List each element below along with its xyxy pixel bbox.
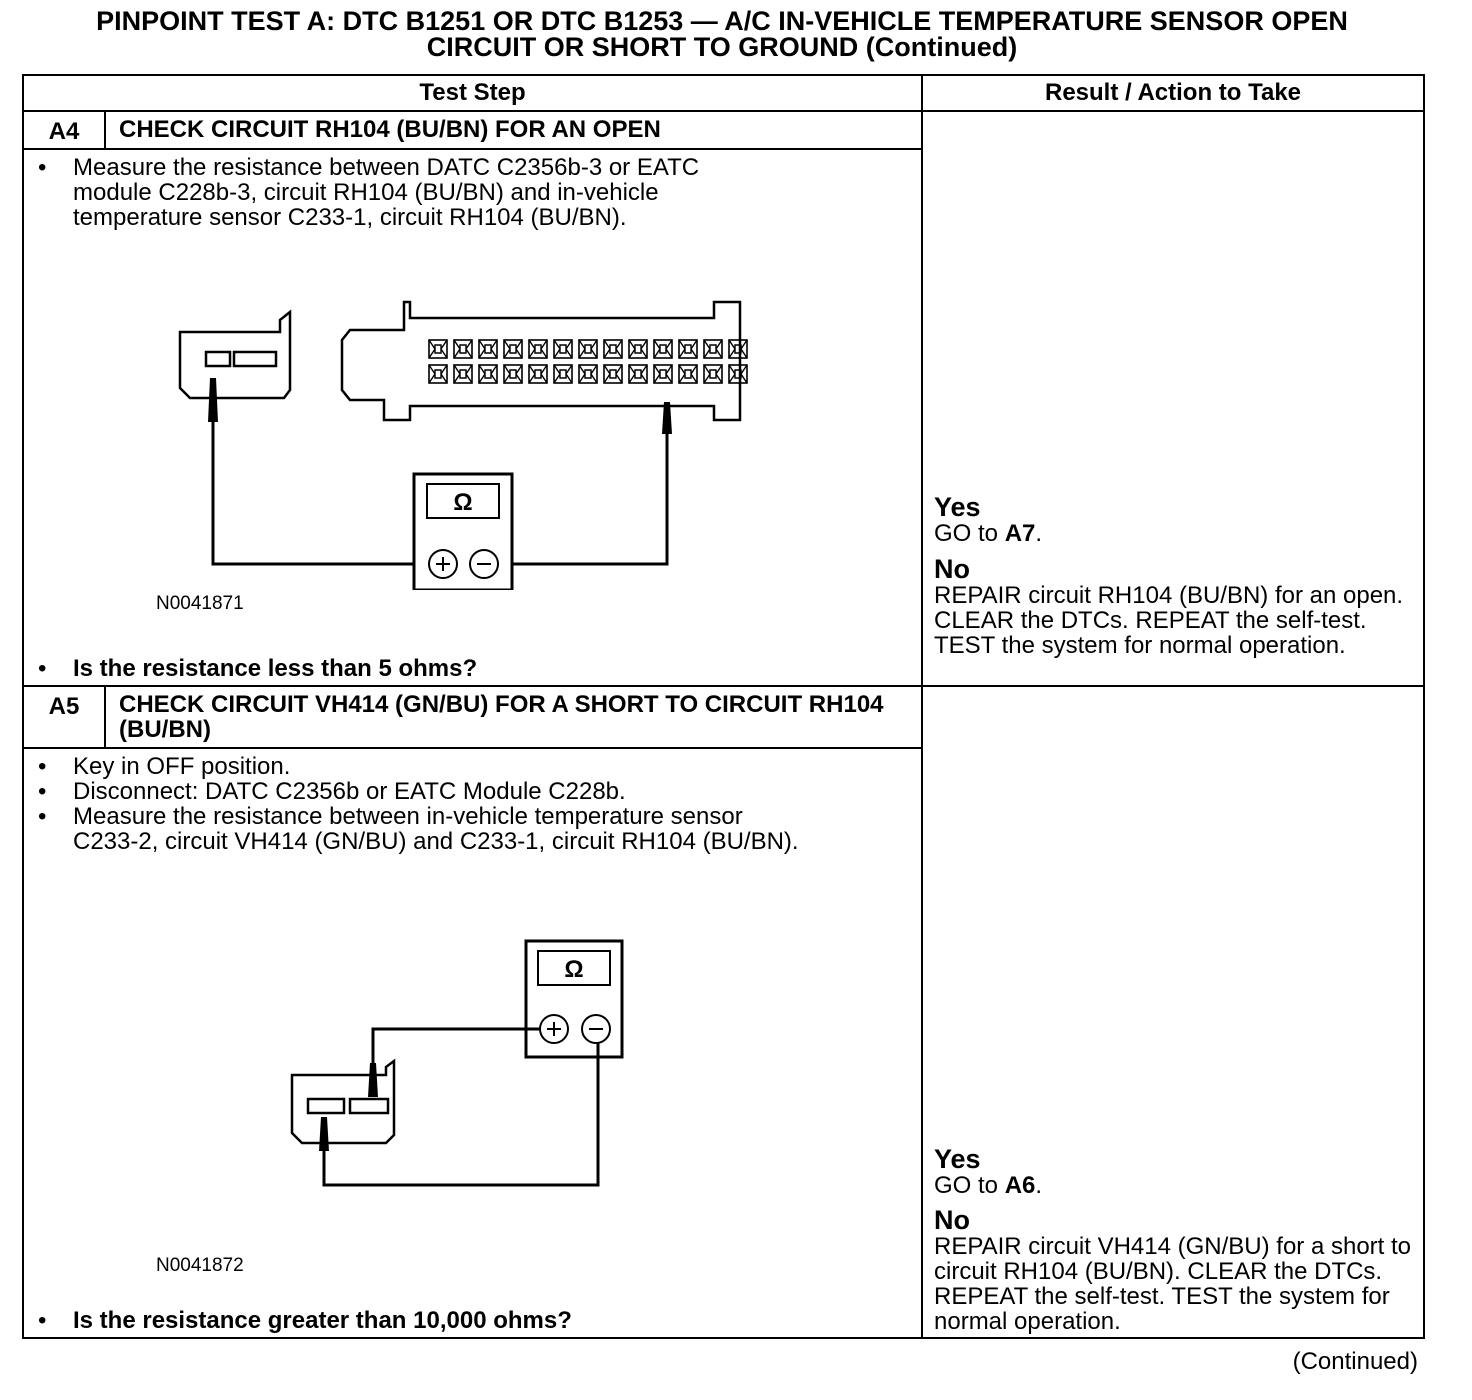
step-a5-body-row: Key in OFF position. Disconnect: DATC C2… xyxy=(22,747,1424,1339)
connector-pin xyxy=(453,364,473,384)
ohmmeter: Ω xyxy=(524,939,624,1059)
connector-pin xyxy=(428,364,448,384)
pinpoint-test-table: Test Step Result / Action to Take A4 CHE… xyxy=(22,74,1425,1339)
no-label: No xyxy=(934,1205,970,1235)
connector-pin xyxy=(653,339,673,359)
connector-pin xyxy=(578,339,598,359)
step-a5-body: Key in OFF position. Disconnect: DATC C2… xyxy=(22,747,923,1339)
step-a4-figure: Ω xyxy=(178,300,748,590)
connector-pin xyxy=(553,364,573,384)
yes-label: Yes xyxy=(934,492,981,522)
connector-pin xyxy=(628,364,648,384)
step-a5-heading: CHECK CIRCUIT VH414 (GN/BU) FOR A SHORT … xyxy=(104,685,923,749)
connector-pin xyxy=(528,339,548,359)
step-a5-figure-id: N0041872 xyxy=(156,1255,244,1276)
list-item: Disconnect: DATC C2356b or EATC Module C… xyxy=(24,779,814,804)
connector-pin xyxy=(728,339,748,359)
step-a4-body: Measure the resistance between DATC C235… xyxy=(22,148,923,687)
yes-text: GO to A6. xyxy=(934,1172,1043,1199)
connector-pin xyxy=(628,339,648,359)
sensor-connector xyxy=(178,309,292,400)
sensor-connector xyxy=(290,1058,396,1145)
step-a4-question: Is the resistance less than 5 ohms? xyxy=(24,656,477,681)
step-a4-bullets: Measure the resistance between DATC C235… xyxy=(24,155,764,230)
step-a5-no: No REPAIR circuit VH414 (GN/BU) for a sh… xyxy=(934,1206,1419,1334)
yes-target: A6 xyxy=(1004,1172,1036,1199)
step-a5-figure: Ω xyxy=(290,939,624,1187)
connector-pins xyxy=(428,339,748,384)
connector-pin xyxy=(653,364,673,384)
probe-tip-left xyxy=(208,378,218,422)
step-a5-heading-row: A5 CHECK CIRCUIT VH414 (GN/BU) FOR A SHO… xyxy=(22,685,1425,1339)
step-a5-yes: Yes GO to A6. xyxy=(934,1145,1419,1198)
step-a4-figure-id: N0041871 xyxy=(156,593,244,614)
step-a5-id: A5 xyxy=(22,685,106,749)
no-label: No xyxy=(934,554,970,584)
yes-text: GO to A7. xyxy=(934,520,1043,547)
connector-pin xyxy=(578,364,598,384)
no-text: REPAIR circuit RH104 (BU/BN) for an open… xyxy=(934,582,1404,659)
step-a4-id: A4 xyxy=(22,110,106,150)
connector-pin xyxy=(428,339,448,359)
step-a4-yes: Yes GO to A7. xyxy=(934,493,1419,546)
step-a4-body-row: Measure the resistance between DATC C235… xyxy=(22,148,1424,687)
connector-pin xyxy=(478,364,498,384)
no-text: REPAIR circuit VH414 (GN/BU) for a short… xyxy=(934,1233,1412,1335)
connector-pin xyxy=(553,339,573,359)
step-a5-bullets: Key in OFF position. Disconnect: DATC C2… xyxy=(24,754,814,854)
header-row: Test Step Result / Action to Take xyxy=(22,74,1425,112)
connector-pin xyxy=(603,364,623,384)
ohm-symbol: Ω xyxy=(564,956,583,983)
continued-note: (Continued) xyxy=(1292,1348,1418,1375)
probe-tip-positive xyxy=(368,1063,378,1097)
step-a5-question: Is the resistance greater than 10,000 oh… xyxy=(24,1308,572,1333)
connector-pin xyxy=(503,364,523,384)
lead-wire-positive xyxy=(211,420,420,566)
connector-pin xyxy=(703,364,723,384)
connector-pin xyxy=(678,339,698,359)
probe-tip-negative xyxy=(319,1117,329,1151)
step-a4-heading: CHECK CIRCUIT RH104 (BU/BN) FOR AN OPEN xyxy=(104,110,923,150)
yes-label: Yes xyxy=(934,1144,981,1174)
result-column-header: Result / Action to Take xyxy=(921,74,1425,112)
title-line-2: CIRCUIT OR SHORT TO GROUND (Continued) xyxy=(426,32,1018,62)
probe-tip-right xyxy=(662,402,672,434)
title-line-1: PINPOINT TEST A: DTC B1251 OR DTC B1253 … xyxy=(96,6,1348,36)
step-a4-heading-row: A4 CHECK CIRCUIT RH104 (BU/BN) FOR AN OP… xyxy=(22,110,1425,687)
connector-pin xyxy=(478,339,498,359)
list-item: Measure the resistance between DATC C235… xyxy=(24,155,764,230)
connector-pin xyxy=(603,339,623,359)
step-a4-result: Yes GO to A7. No REPAIR circuit RH104 (B… xyxy=(921,110,1425,687)
page-title: PINPOINT TEST A: DTC B1251 OR DTC B1253 … xyxy=(0,6,1444,62)
connector-pin xyxy=(453,339,473,359)
plus-icon xyxy=(547,1022,561,1036)
connector-pin xyxy=(503,339,523,359)
ohmmeter: Ω xyxy=(412,472,514,590)
lead-wire-negative xyxy=(486,432,669,566)
list-item: Measure the resistance between in-vehicl… xyxy=(24,804,814,854)
ohm-symbol: Ω xyxy=(453,489,472,516)
yes-target: A7 xyxy=(1004,520,1036,547)
lead-wire-negative xyxy=(322,1043,600,1187)
step-a5-result: Yes GO to A6. No REPAIR circuit VH414 (G… xyxy=(921,685,1425,1339)
test-step-column-header: Test Step xyxy=(22,74,923,112)
plus-icon xyxy=(436,557,450,571)
connector-pin xyxy=(703,339,723,359)
connector-pin xyxy=(528,364,548,384)
lead-wire-positive xyxy=(371,1027,540,1065)
connector-pin xyxy=(728,364,748,384)
connector-pin xyxy=(678,364,698,384)
list-item: Key in OFF position. xyxy=(24,754,814,779)
step-a4-no: No REPAIR circuit RH104 (BU/BN) for an o… xyxy=(934,555,1419,658)
module-connector xyxy=(340,300,742,422)
